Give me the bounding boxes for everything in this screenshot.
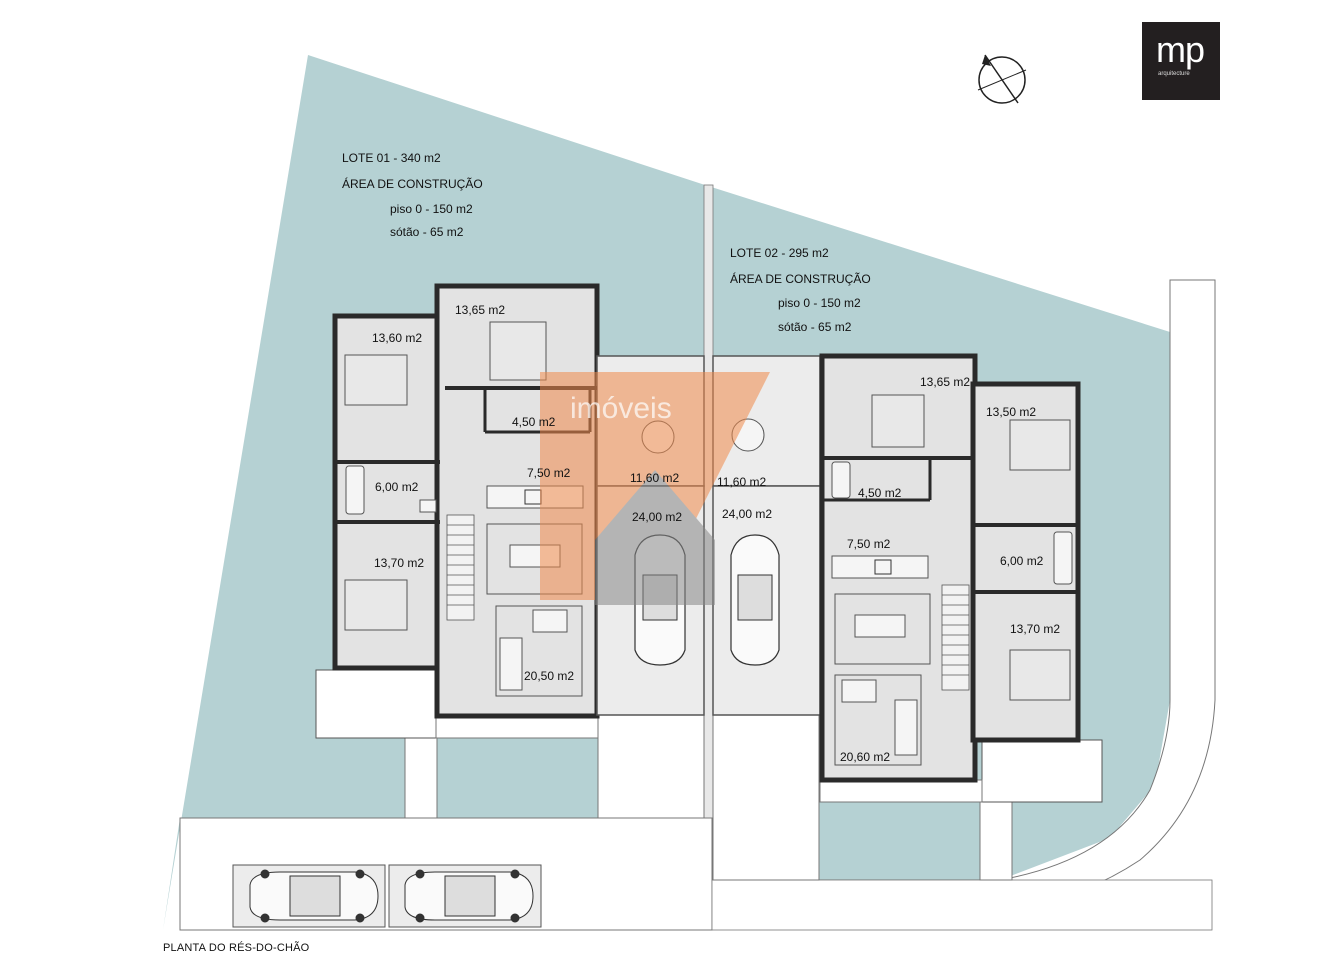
room-area-label: 11,60 m2: [717, 475, 766, 489]
lot2-title: LOTE 02 - 295 m2: [730, 246, 829, 260]
lot2-porch: [819, 779, 983, 803]
logo-mark: mp: [1156, 29, 1205, 70]
room-area-label: 6,00 m2: [375, 480, 419, 494]
room-area-label: 20,50 m2: [524, 669, 574, 683]
lot2-building: [712, 353, 1081, 783]
street-area-right: [711, 879, 1213, 931]
watermark-text: imóveis: [570, 392, 672, 425]
plan-title: PLANTA DO RÉS-DO-CHÃO: [163, 942, 310, 954]
room-area-label: 4,50 m2: [858, 486, 902, 500]
lot1-heading: ÁREA DE CONSTRUÇÃO: [342, 176, 483, 191]
room-area-label: 24,00 m2: [722, 507, 772, 521]
parked-car-1: [249, 869, 379, 923]
lot2-heading: ÁREA DE CONSTRUÇÃO: [730, 271, 871, 286]
lot2-driveway: [712, 714, 820, 881]
lot1-terrace: [315, 669, 437, 739]
lot2-attic-area: sótão - 65 m2: [778, 320, 852, 334]
room-area-label: 7,50 m2: [527, 466, 571, 480]
lot1-floor-area: piso 0 - 150 m2: [390, 202, 473, 216]
architect-logo: mp arquitecture: [1142, 22, 1220, 100]
lot1-attic-area: sótão - 65 m2: [390, 225, 464, 239]
room-area-label: 6,00 m2: [1000, 554, 1044, 568]
room-area-label: 13,50 m2: [986, 405, 1036, 419]
parked-car-2: [404, 869, 534, 923]
lot1-title: LOTE 01 - 340 m2: [342, 151, 441, 165]
room-area-label: 4,50 m2: [512, 415, 556, 429]
room-area-label: 13,65 m2: [455, 303, 505, 317]
room-area-label: 11,60 m2: [630, 471, 679, 485]
lot2-entry-path: [979, 799, 1013, 881]
room-area-label: 7,50 m2: [847, 537, 891, 551]
room-area-label: 13,60 m2: [372, 331, 422, 345]
room-area-label: 24,00 m2: [632, 510, 682, 524]
watermark: [540, 372, 770, 605]
room-area-label: 20,60 m2: [840, 750, 890, 764]
lot2-terrace: [981, 739, 1103, 803]
room-area-label: 13,70 m2: [1010, 622, 1060, 636]
room-area-label: 13,65 m2: [920, 375, 970, 389]
lot1-driveway: [597, 714, 705, 819]
north-arrow-icon: [977, 54, 1027, 104]
logo-subtitle: arquitecture: [1158, 71, 1190, 77]
lot1-entry-path: [404, 737, 438, 819]
room-area-label: 13,70 m2: [374, 556, 424, 570]
lot2-floor-area: piso 0 - 150 m2: [778, 296, 861, 310]
